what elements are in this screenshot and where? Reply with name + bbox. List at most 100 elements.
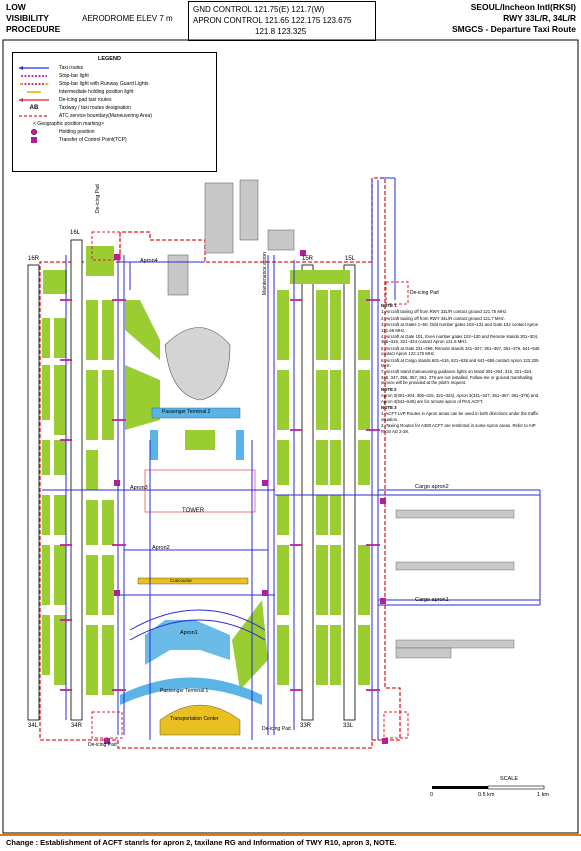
grass-patch xyxy=(102,500,114,545)
grass-patch xyxy=(330,290,341,360)
grass-patch xyxy=(54,615,66,685)
note3-title: NOTE 3 xyxy=(381,404,397,410)
grass-patch xyxy=(86,246,114,276)
apron1-label: Apron1 xyxy=(180,630,198,636)
concourse-building xyxy=(137,577,249,585)
grass-patch xyxy=(277,440,289,485)
stop-bars xyxy=(60,299,380,691)
deicing-pad-se xyxy=(383,711,409,739)
scale-half: 0.5 km xyxy=(478,792,495,798)
note1-item: 1. Aircraft taxiing off from RWY 33L/R c… xyxy=(381,309,508,315)
grass-areas-east xyxy=(232,270,370,690)
deicing-pad-label-nw: De-icing Pad xyxy=(95,184,101,213)
runway-16r-label: 16R xyxy=(28,256,40,262)
runway-15r-label: 15R xyxy=(302,256,314,262)
grass-patch xyxy=(358,440,370,485)
grass-patch xyxy=(232,600,268,690)
change-note: Change : Establishment of ACFT stanrls f… xyxy=(0,834,581,851)
scale-zero: 0 xyxy=(430,792,434,798)
tcp-marker xyxy=(114,480,120,486)
grass-patch xyxy=(277,495,289,535)
grass-patch xyxy=(330,440,341,485)
grass-patch xyxy=(42,545,50,605)
runway-15r-33l xyxy=(301,264,314,721)
grass-patch xyxy=(330,370,341,430)
tcp-marker xyxy=(382,738,388,744)
tcp-marker xyxy=(262,480,268,486)
grass-patch xyxy=(102,300,114,360)
cargo-apron2-label: Cargo apron2 xyxy=(415,484,449,490)
deicing-pad-nw xyxy=(91,231,121,261)
legend-item: Taxiway / taxi routes designation xyxy=(59,105,131,111)
tcp-marker xyxy=(114,590,120,596)
runway-16r-34l xyxy=(27,264,40,721)
taxi-routes xyxy=(42,177,541,740)
grass-patch xyxy=(86,500,98,545)
apron-control-2: 121.8 123.325 xyxy=(255,27,307,36)
runway-16l-34r xyxy=(70,239,83,721)
grass-patch xyxy=(358,370,370,430)
stop-bar-symbol xyxy=(21,75,47,77)
apron2-label: Apron2 xyxy=(152,545,170,551)
runway-15l-label: 15L xyxy=(345,256,356,262)
scale-bar xyxy=(432,785,545,790)
taxi-route-symbol xyxy=(19,66,49,70)
tower-label: TOWER xyxy=(182,508,205,514)
legend-item: Stop-bar light xyxy=(59,73,89,79)
grass-patch xyxy=(358,290,370,360)
note1-item: 6. Aircraft at Cargo stands 601~616, 621… xyxy=(381,357,539,369)
chart-title: SMGCS - Departure Taxi Route xyxy=(451,24,576,34)
note1-title: NOTE 1 xyxy=(381,303,397,308)
grass-patch xyxy=(277,625,289,685)
grass-patch xyxy=(54,318,66,358)
gnd-control: GND CONTROL 121.75(E) 121.7(W) xyxy=(193,5,325,14)
intermediate-holding-symbol xyxy=(27,91,41,93)
hangar xyxy=(267,229,295,251)
runway-16l-label: 16L xyxy=(70,230,81,236)
tower-area xyxy=(144,469,256,513)
grass-patch xyxy=(277,290,289,360)
cargo-building xyxy=(395,647,452,659)
tcp-marker xyxy=(300,250,306,256)
notes-panel: NOTE 1 1. Aircraft taxiing off from RWY … xyxy=(381,303,541,435)
terminal-2 xyxy=(150,327,244,460)
terminal-2-pier xyxy=(150,430,158,460)
terminal-2-building xyxy=(151,407,241,419)
taxi-route-curve xyxy=(129,619,266,641)
scale-one: 1 km xyxy=(537,792,549,798)
note3-item: 2. Taxiing Routes for A380 ACFT are rest… xyxy=(381,423,536,434)
tcp-marker xyxy=(262,590,268,596)
grass-patch xyxy=(316,495,328,535)
taxi-route-curve xyxy=(129,609,266,631)
grass-patch xyxy=(277,370,289,430)
tcp-marker xyxy=(380,498,386,504)
tcp-symbol xyxy=(31,137,37,143)
grass-patch xyxy=(42,495,50,535)
terminal-1 xyxy=(120,620,262,736)
note1-item: 3. Aircraft at Gates 1~50, Odd number ga… xyxy=(381,322,539,333)
hangar xyxy=(239,179,259,241)
grass-patch xyxy=(43,270,67,294)
legend-item: Transfer of Control Point(TCP) xyxy=(59,137,127,143)
note1-item: 5. Aircraft at Gate 231~268, Remote stan… xyxy=(381,345,540,357)
transportation-center-label: Transportation Center xyxy=(170,716,219,722)
grass-areas-west xyxy=(42,246,160,695)
deicing-pad-label-ne: De-icing Pad xyxy=(410,290,439,296)
grass-patch xyxy=(330,495,341,535)
holding-position-symbol xyxy=(30,129,37,135)
concourse-label: Concourse xyxy=(170,578,192,583)
scale-segment xyxy=(487,785,545,790)
deicing-pad-sw xyxy=(91,711,123,739)
grass-patch xyxy=(358,545,370,615)
grass-patch xyxy=(54,365,66,435)
designation-symbol: AB xyxy=(29,105,39,111)
grass-patch xyxy=(316,290,328,360)
runway-34l-label: 34L xyxy=(28,723,39,729)
grass-patch xyxy=(358,625,370,685)
grass-patch xyxy=(42,365,50,420)
terminal-2-forecourt xyxy=(185,430,215,450)
procedure-line1: LOW xyxy=(6,2,26,12)
grass-patch xyxy=(316,370,328,430)
runway-33r-label: 33R xyxy=(300,723,312,729)
